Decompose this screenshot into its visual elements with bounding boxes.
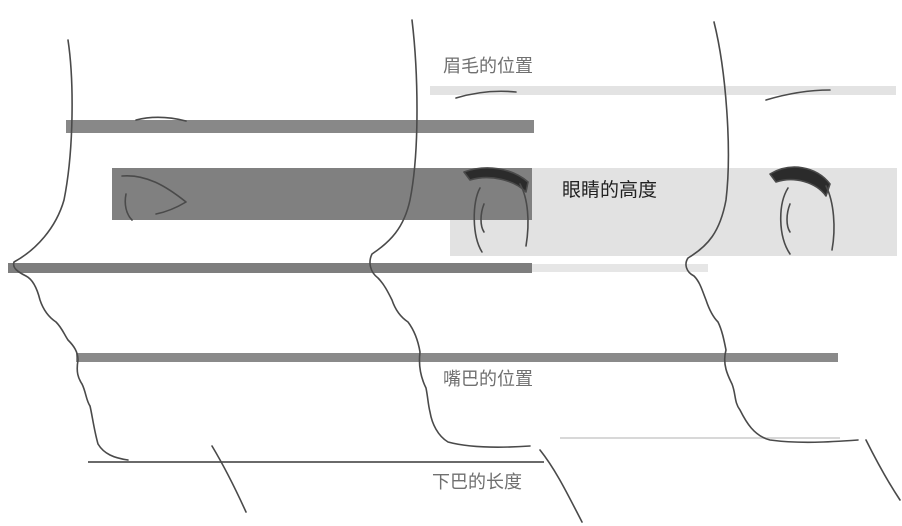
face-profile-right: [685, 21, 901, 501]
mouth-guide-dark: [76, 353, 838, 362]
face-profile-middle: [369, 19, 583, 523]
eyebrow-guide-light: [430, 86, 896, 95]
eye-height-label: 眼睛的高度: [562, 179, 658, 201]
nose-guide-dark: [8, 263, 532, 273]
left-eye-line: [121, 175, 187, 215]
mouth-position-label: 嘴巴的位置: [443, 369, 533, 390]
middle-eye-lash: [463, 167, 529, 193]
eye-height-band-dark: [112, 168, 532, 220]
chin-length-label: 下巴的长度: [432, 472, 522, 493]
nose-guide-light: [532, 264, 708, 272]
eyebrow-guide-dark: [66, 120, 534, 133]
eyebrow-position-label: 眉毛的位置: [443, 56, 533, 77]
face-profile-left: [12, 39, 247, 513]
